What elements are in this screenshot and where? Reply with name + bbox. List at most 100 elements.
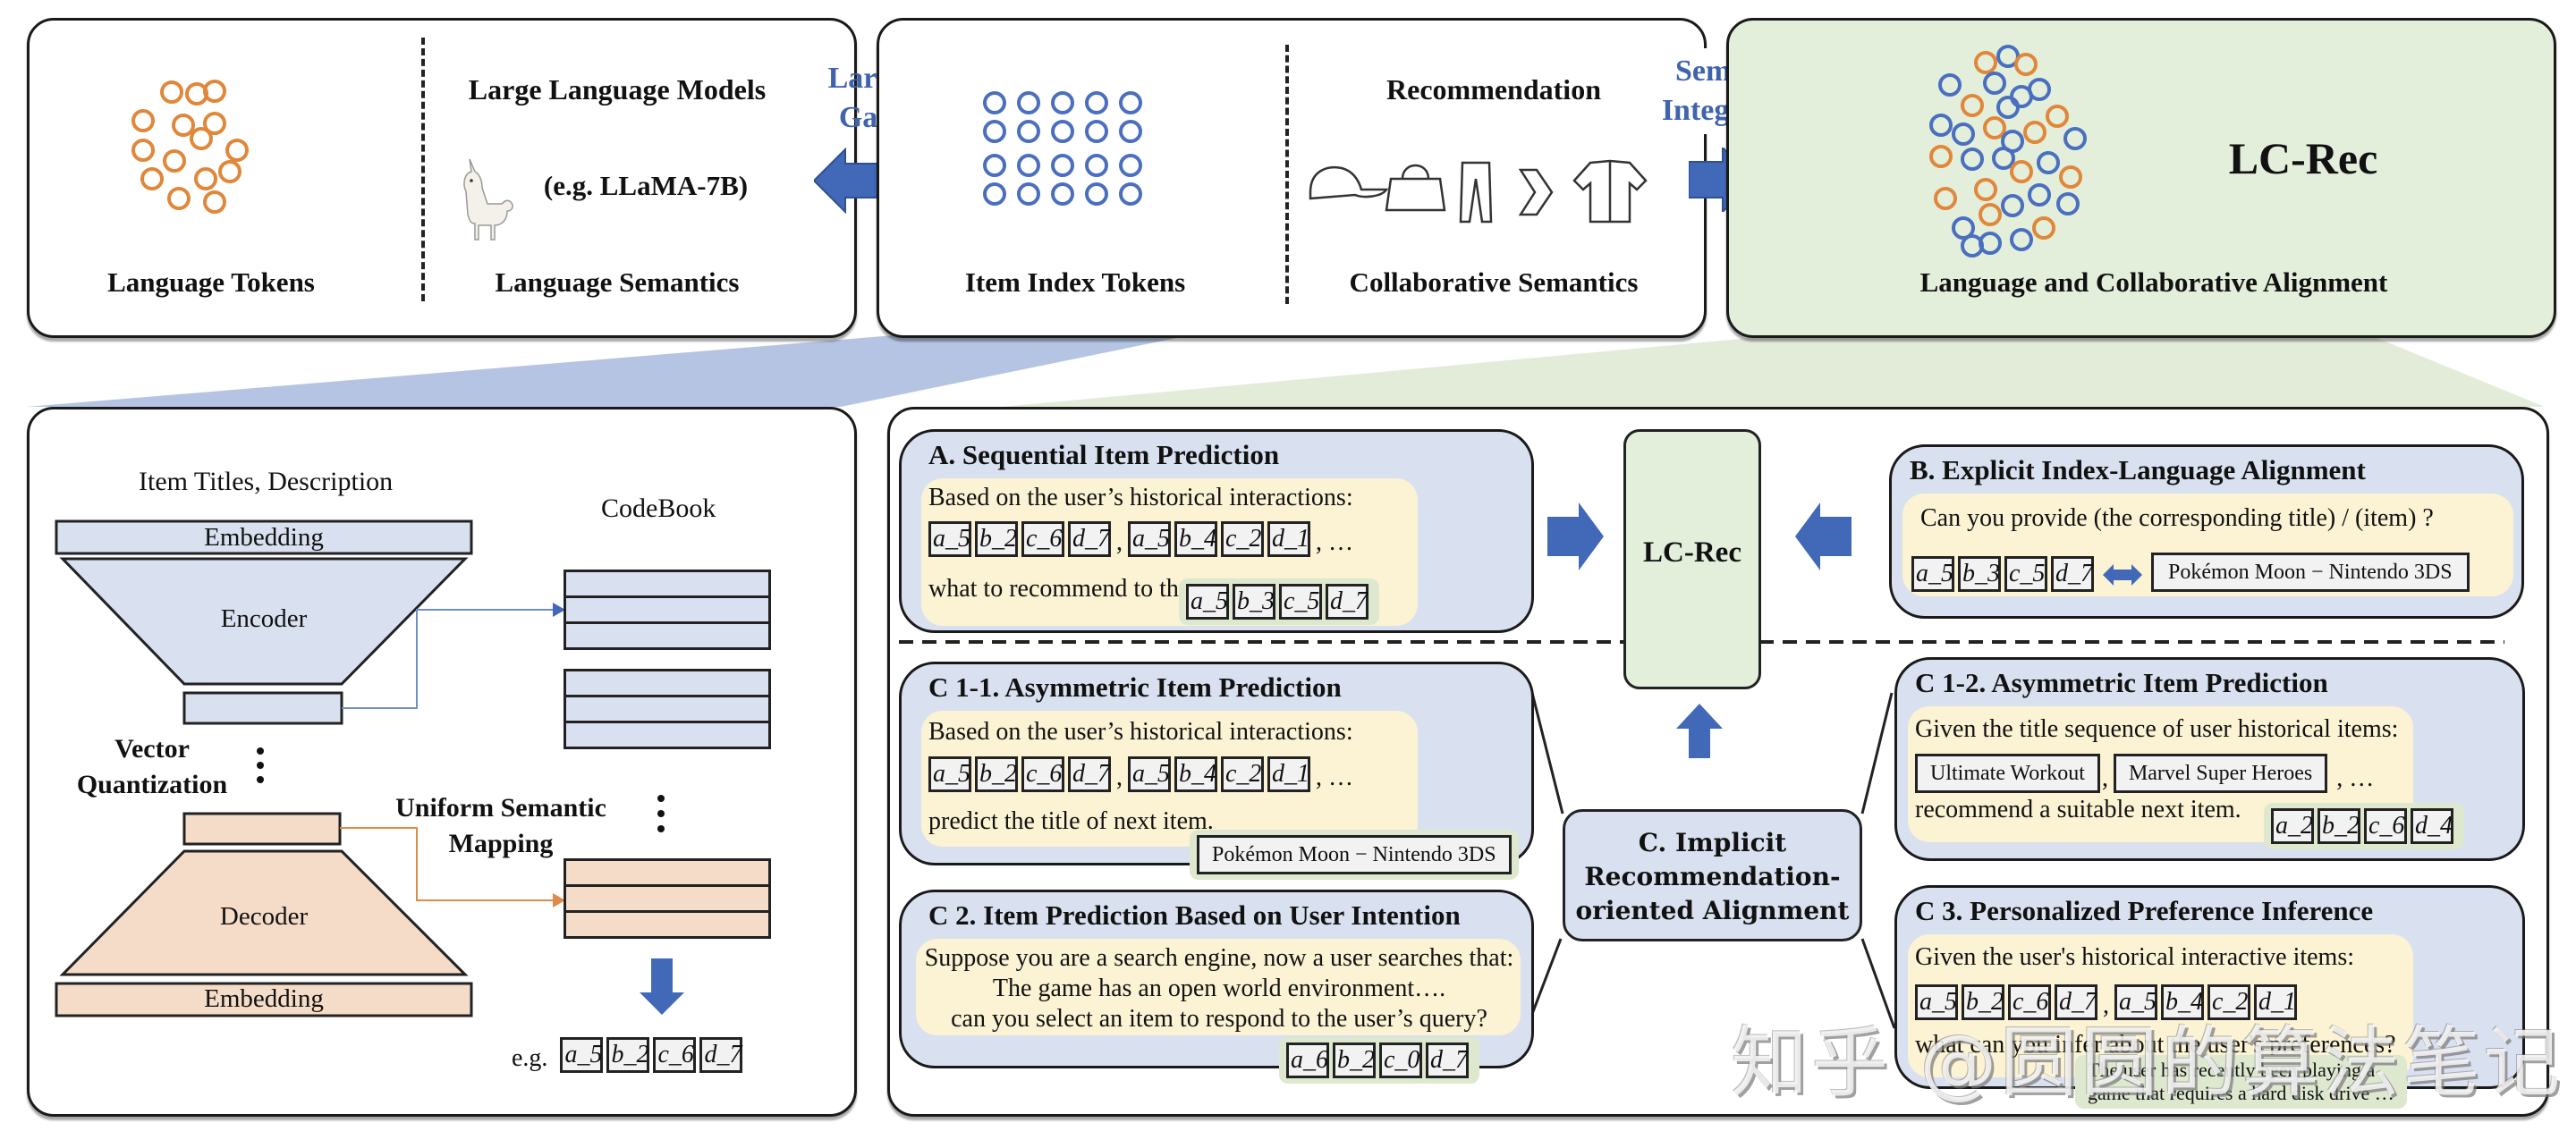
codebook-block-3	[564, 858, 771, 939]
index-token: d_1	[2254, 984, 2297, 1020]
language-token-circle	[203, 190, 226, 214]
index-token: d_7	[2055, 984, 2097, 1020]
language-token-circle	[194, 167, 217, 190]
item-token-circle	[1119, 154, 1142, 177]
ellipsis: , …	[1316, 764, 1353, 791]
zhihu-watermark: 知乎 @圆圆的算法笔记	[1731, 1018, 2564, 1108]
item-title: Ultimate Workout	[1915, 754, 2100, 793]
item-token-circle	[983, 91, 1006, 114]
item-token-circle	[1017, 120, 1040, 143]
task-c12-titles: Ultimate Workout , Marvel Super Heroes ,…	[1915, 754, 2379, 793]
collaborative-semantics-label: Collaborative Semantics	[1349, 266, 1639, 298]
aligned-token-circle	[1938, 73, 1962, 97]
aligned-token-circle	[2023, 121, 2046, 144]
language-token-circle	[140, 167, 164, 190]
index-token: d_7	[1326, 584, 1368, 620]
item-title: Pokémon Moon − Nintendo 3DS	[1197, 835, 1512, 874]
usm-label-line1: Uniform Semantic	[395, 793, 606, 823]
implicit-line3: oriented Alignment	[1575, 896, 1850, 925]
language-token-circle	[190, 127, 213, 150]
index-token: c_6	[1021, 521, 1064, 557]
decoder-embedding-bar	[55, 982, 473, 1017]
shirt-icon	[1572, 159, 1648, 224]
index-token: b_3	[1958, 556, 2001, 592]
index-token: a_5	[928, 521, 971, 557]
item-token-circle	[1051, 182, 1074, 206]
aligned-token-circle	[1934, 187, 1957, 210]
task-c11-answer: Pokémon Moon − Nintendo 3DS	[1190, 830, 1519, 880]
example-prefix: e.g.	[512, 1044, 548, 1072]
codebook-block-2	[564, 669, 771, 749]
encoder-decoder-diagram	[55, 519, 684, 1017]
index-token: c_0	[1379, 1042, 1422, 1078]
aligned-token-circle	[1974, 51, 1997, 74]
task-c11-line1: Based on the user’s historical interacti…	[928, 718, 1353, 746]
index-token: b_2	[975, 756, 1018, 792]
codebook-block-1	[564, 570, 771, 650]
index-token: d_7	[2051, 556, 2094, 592]
green-zoom-connector	[1002, 335, 2545, 407]
index-token: d_1	[1267, 521, 1310, 557]
vq-label: Vector Quantization	[54, 731, 250, 803]
task-c2-line3: can you select an item to respond to the…	[951, 1005, 1487, 1033]
item-index-tokens-grid	[983, 91, 1142, 206]
index-token: c_2	[2207, 984, 2250, 1020]
item-token-circle	[1119, 91, 1142, 114]
item-token-circle	[1085, 154, 1108, 177]
index-token: c_6	[1021, 756, 1064, 792]
implicit-alignment-node: C. Implicit Recommendation- oriented Ali…	[1563, 809, 1862, 941]
index-token: a_5	[2114, 984, 2157, 1020]
language-token-circle	[131, 139, 155, 162]
aligned-token-circle	[2046, 105, 2069, 128]
quantized-vector	[182, 812, 342, 846]
item-icons-row	[1309, 159, 1648, 224]
orange-arrowhead	[553, 893, 565, 907]
index-token: b_2	[975, 521, 1018, 557]
index-token: c_6	[2008, 984, 2051, 1020]
language-token-circle	[172, 114, 195, 137]
encoder-embedding-label: Embedding	[204, 523, 324, 552]
down-arrow-icon	[640, 958, 684, 1015]
blue-zoom-connector	[27, 335, 1190, 407]
item-token-circle	[1119, 120, 1142, 143]
orange-connector-line	[340, 827, 553, 901]
language-token-circle	[167, 187, 191, 210]
item-token-circle	[1119, 182, 1142, 206]
item-index-tokens-label: Item Index Tokens	[964, 266, 1186, 298]
alignment-label: Language and Collaborative Alignment	[1919, 266, 2388, 298]
lc-rec-overview-panel	[1726, 18, 2556, 338]
task-c11-line3: predict the title of next item.	[928, 807, 1214, 835]
index-token: b_4	[1174, 756, 1217, 792]
item-token-circle	[1017, 91, 1040, 114]
trousers-icon	[1459, 161, 1493, 224]
aligned-token-circle	[2063, 127, 2087, 150]
aligned-token-circle	[1952, 216, 1975, 240]
aligned-tokens-cluster	[1929, 45, 2087, 257]
task-a-box: A. Sequential Item Prediction Based on t…	[899, 429, 1534, 633]
arrow-up-into-lcrec	[1676, 704, 1723, 758]
language-semantics-label: Language Semantics	[495, 266, 740, 298]
aligned-token-circle	[1961, 234, 1984, 257]
index-token: c_2	[1221, 521, 1264, 557]
input-label: Item Titles, Description	[139, 467, 394, 496]
task-c2-prompt	[916, 939, 1521, 1035]
aligned-token-circle	[2010, 160, 2033, 183]
index-token: b_2	[2318, 808, 2360, 844]
index-token: b_4	[1174, 521, 1217, 557]
ellipsis: , …	[1316, 528, 1353, 556]
language-tokens-label: Language Tokens	[107, 266, 315, 298]
task-c12-line1: Given the title sequence of user histori…	[1915, 715, 2399, 743]
aligned-token-circle	[1979, 203, 2002, 226]
item-token-circle	[983, 182, 1006, 206]
aligned-token-circle	[2010, 228, 2033, 251]
task-a-line1: Based on the user’s historical interacti…	[928, 484, 1353, 511]
arrow-right-into-lcrec	[1547, 502, 1604, 570]
index-token: d_7	[1068, 521, 1111, 557]
aligned-token-circle	[2037, 151, 2060, 174]
chevron-right-icon	[1518, 168, 1554, 216]
